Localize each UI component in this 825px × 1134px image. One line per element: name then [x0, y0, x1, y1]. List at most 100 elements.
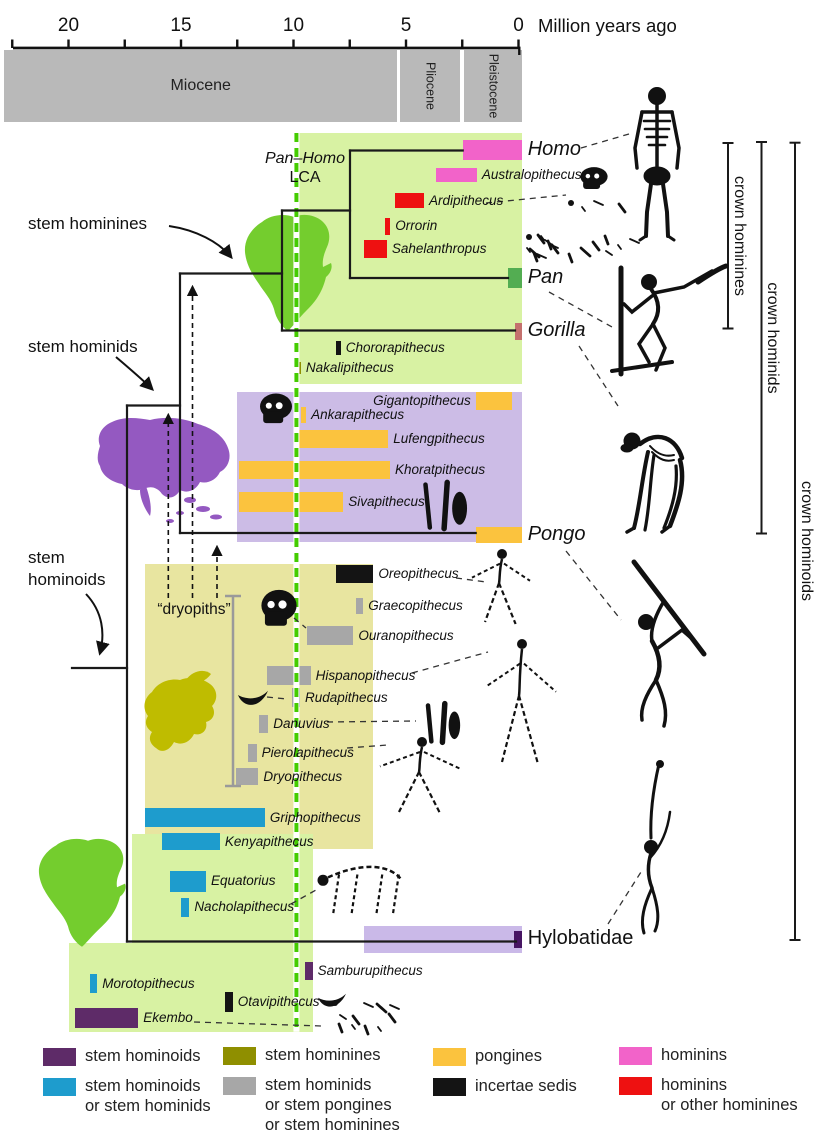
taxon-bar-hispanopithecus: [267, 666, 311, 685]
legend-label-stem-hominoids: stem hominoids: [85, 1047, 201, 1065]
ekembo-fossil-icon: [332, 1000, 400, 1036]
gorilla-to-gorilla-skeleton: [578, 345, 619, 407]
taxon-label-ardipithecus: Ardipithecus: [429, 192, 504, 208]
danuvius-bones-icon: [425, 700, 461, 746]
asia-map: [97, 417, 230, 523]
stem-hominines-arrow: [168, 225, 233, 260]
legend-label-stem-hominids-or-stem-pongines-or-stem-hominines: or stem pongines: [265, 1096, 392, 1114]
legend-swatch-pongines: [433, 1048, 466, 1066]
legend-swatch-stem-hominines: [223, 1047, 256, 1065]
legend-label-stem-hominids-or-stem-pongines-or-stem-hominines: stem hominids: [265, 1076, 372, 1094]
taxon-bar-homo: [463, 140, 522, 160]
taxon-label-otavipithecus: Otavipithecus: [237, 993, 320, 1009]
taxon-bar-orrorin: [384, 218, 391, 235]
axis-tick-label: 10: [282, 15, 305, 36]
ardipithecus-fossil-icon: [567, 200, 640, 264]
taxon-bar-khoratpithecus: [239, 461, 391, 480]
taxon-label-danuvius: Danuvius: [273, 716, 330, 732]
taxon-bar-chororapithecus: [336, 341, 341, 356]
fossil-icons-group: [238, 167, 640, 1036]
legend-label-hominins-or-other-hominines: hominins: [661, 1076, 728, 1094]
taxon-label-dryopithecus: Dryopithecus: [263, 768, 343, 784]
legend-swatch-hominins-or-other-hominines: [619, 1077, 652, 1095]
epoch-box-pliocene: [400, 50, 461, 122]
axis-tick-label: 20: [57, 15, 80, 36]
taxon-label-ouranopithecus: Ouranopithecus: [358, 627, 454, 643]
ankarapithecus-skull-icon: [260, 393, 292, 424]
legend-label-stem-hominines: stem hominines: [265, 1046, 381, 1064]
taxon-label-hispanopithecus: Hispanopithecus: [315, 667, 416, 683]
taxon-bar-danuvius: [259, 715, 269, 734]
pongo-to-orangutan-skeleton: [565, 550, 622, 621]
taxon-bar-hylobatidae-crown-marker: [514, 930, 522, 949]
taxon-label-gigantopithecus: Gigantopithecus: [373, 393, 471, 409]
taxon-label-griphopithecus: Griphopithecus: [269, 809, 361, 825]
pierolapithecus-skeleton-icon: [379, 737, 463, 815]
taxon-bar-sahelanthropus: [364, 240, 387, 258]
oreopithecus-to-fossil: [455, 577, 487, 583]
otavipithecus-jaw-icon: [318, 993, 346, 1007]
taxon-bar-australopithecus: [436, 167, 477, 182]
pierolapithecus-to-fossil: [346, 744, 389, 749]
epoch-label-miocene: Miocene: [170, 77, 231, 94]
rudapithecus-jaw-icon: [238, 690, 268, 705]
hispanopithecus-to-fossil: [411, 651, 489, 674]
taxon-label-oreopithecus: Oreopithecus: [378, 565, 459, 581]
phylogeny-tree-lines: [70, 149, 518, 943]
legend-label-hominins: hominins: [661, 1046, 728, 1064]
chimpanzee-skeleton: [610, 263, 729, 377]
axis-tick-label: 15: [170, 15, 192, 36]
taxon-bar-lufengpithecus: [298, 430, 389, 449]
europe-map: [144, 670, 217, 751]
taxon-label-ekembo: Ekembo: [143, 1010, 193, 1025]
taxon-label-nacholapithecus: Nacholapithecus: [194, 899, 295, 915]
taxon-label-pongo: Pongo: [527, 522, 586, 545]
taxon-bar-ekembo: [75, 1007, 139, 1029]
hispanopithecus-skeleton-icon: [485, 639, 557, 765]
axis-tick-label: 5: [400, 15, 412, 36]
legend-swatch-incertae-sedis: [433, 1078, 466, 1096]
taxon-bar-sivapithecus: [239, 492, 344, 512]
taxon-bar-kenyapithecus: [161, 833, 220, 850]
epoch-box-pleistocene: [464, 50, 522, 122]
legend-swatch-hominins: [619, 1047, 652, 1065]
homo-to-human-skeleton: [580, 133, 630, 149]
taxon-bar-pan: [508, 268, 522, 288]
fossil-connector-lines: [193, 133, 642, 1027]
taxon-bar-samburupithecus: [304, 961, 313, 980]
taxon-label-lufengpithecus: Lufengpithecus: [393, 431, 485, 447]
oreopithecus-skeleton-icon: [471, 549, 531, 625]
human-skeleton: [633, 87, 681, 242]
stem-hominoids-arrow: [85, 593, 110, 656]
danuvius-to-bones: [326, 720, 417, 723]
taxon-label-sahelanthropus: Sahelanthropus: [391, 241, 487, 257]
taxon-bar-gorilla: [514, 322, 522, 340]
taxon-label-orrorin: Orrorin: [395, 218, 438, 234]
taxon-label-khoratpithecus: Khoratpithecus: [395, 462, 486, 478]
dryopith-placement-arrows: [162, 284, 241, 788]
taxon-label-gorilla: Gorilla: [527, 319, 586, 342]
legend-label-hominins-or-other-hominines: or other hominines: [661, 1096, 798, 1114]
taxon-bar-dryopithecus: [235, 768, 259, 785]
taxon-bar-oreopithecus: [336, 565, 374, 583]
nacholapithecus-skeleton-icon: [317, 865, 404, 916]
rudapithecus-to-jaw: [266, 696, 288, 700]
pan-to-chimp-skeleton: [548, 291, 613, 328]
taxon-bar-hylobatidae: [364, 926, 522, 953]
australopithecus-skull-icon: [580, 167, 608, 189]
taxon-bar-gigantopithecus: [475, 392, 512, 410]
taxon-label-graecopithecus: Graecopithecus: [368, 598, 463, 614]
africa-hominine-box: [296, 133, 522, 384]
legend-label-pongines: pongines: [475, 1047, 542, 1065]
gorilla-skeleton: [620, 432, 685, 534]
sivapithecus-bones-icon: [423, 479, 468, 532]
taxon-label-australopithecus: Australopithecus: [481, 166, 582, 182]
